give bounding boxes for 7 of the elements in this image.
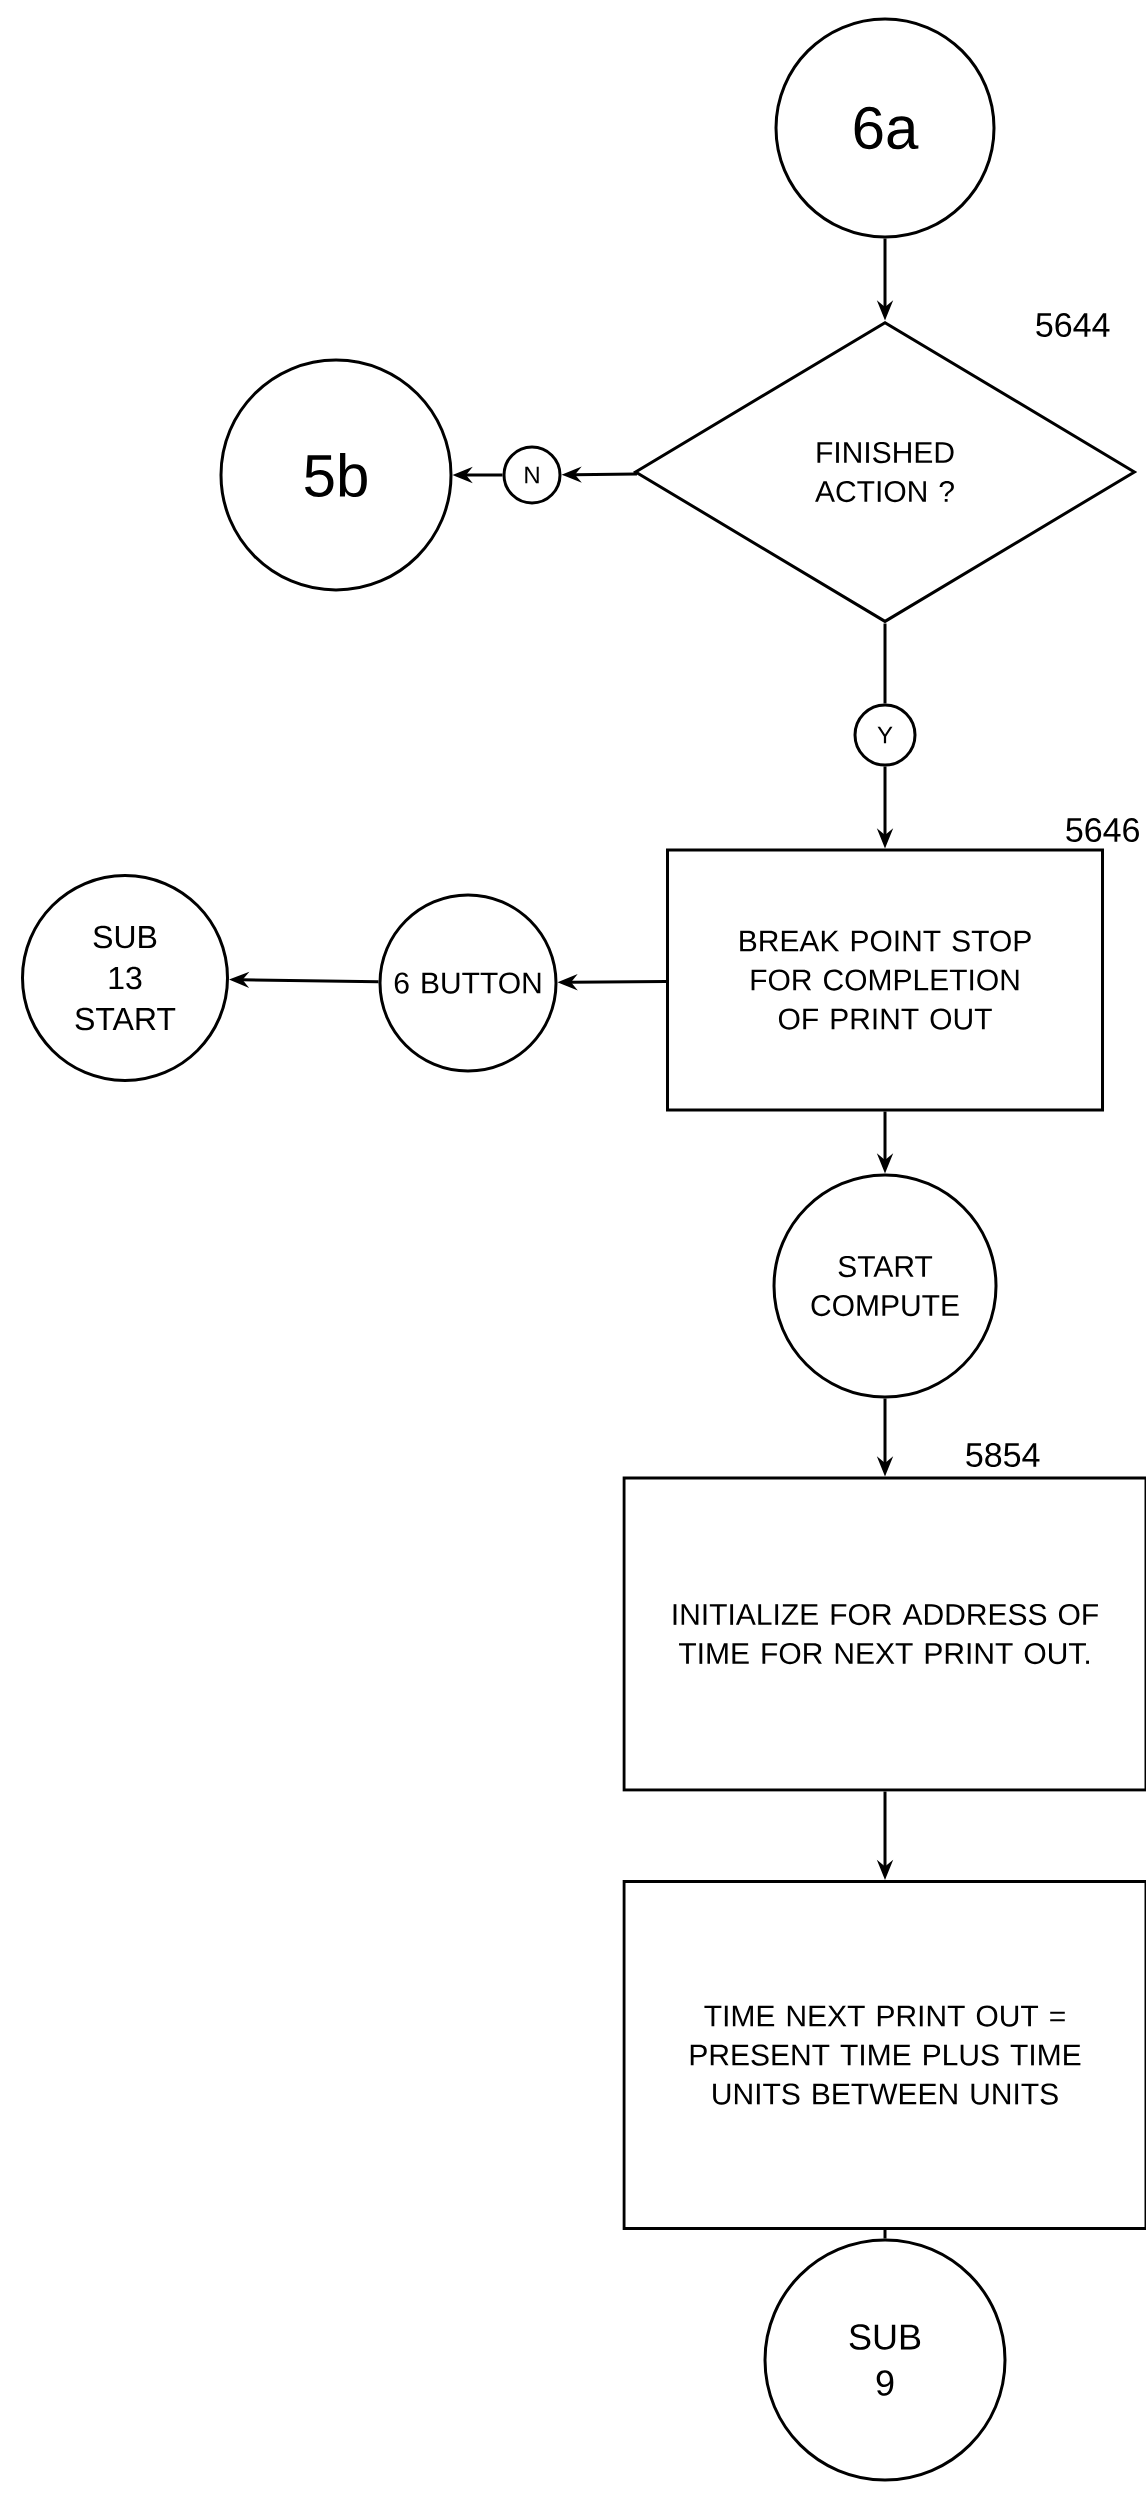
step-number: 5646 (1066, 817, 1139, 843)
connector-line (883, 623, 887, 704)
connector-line (883, 2230, 887, 2239)
step-number: 5854 (966, 1443, 1040, 1468)
process-box: TIME NEXT PRINT OUT = PRESENT TIME PLUS TIME UNITS BETWEEN UNITS (622, 1880, 1146, 2231)
process-box: BREAK POINT STOP FOR COMPLETION OF PRINT OUT (666, 848, 1104, 1112)
process-box: INITIALIZE FOR ADDRESS OF TIME FOR NEXT PRINT OUT. (622, 1476, 1146, 1792)
